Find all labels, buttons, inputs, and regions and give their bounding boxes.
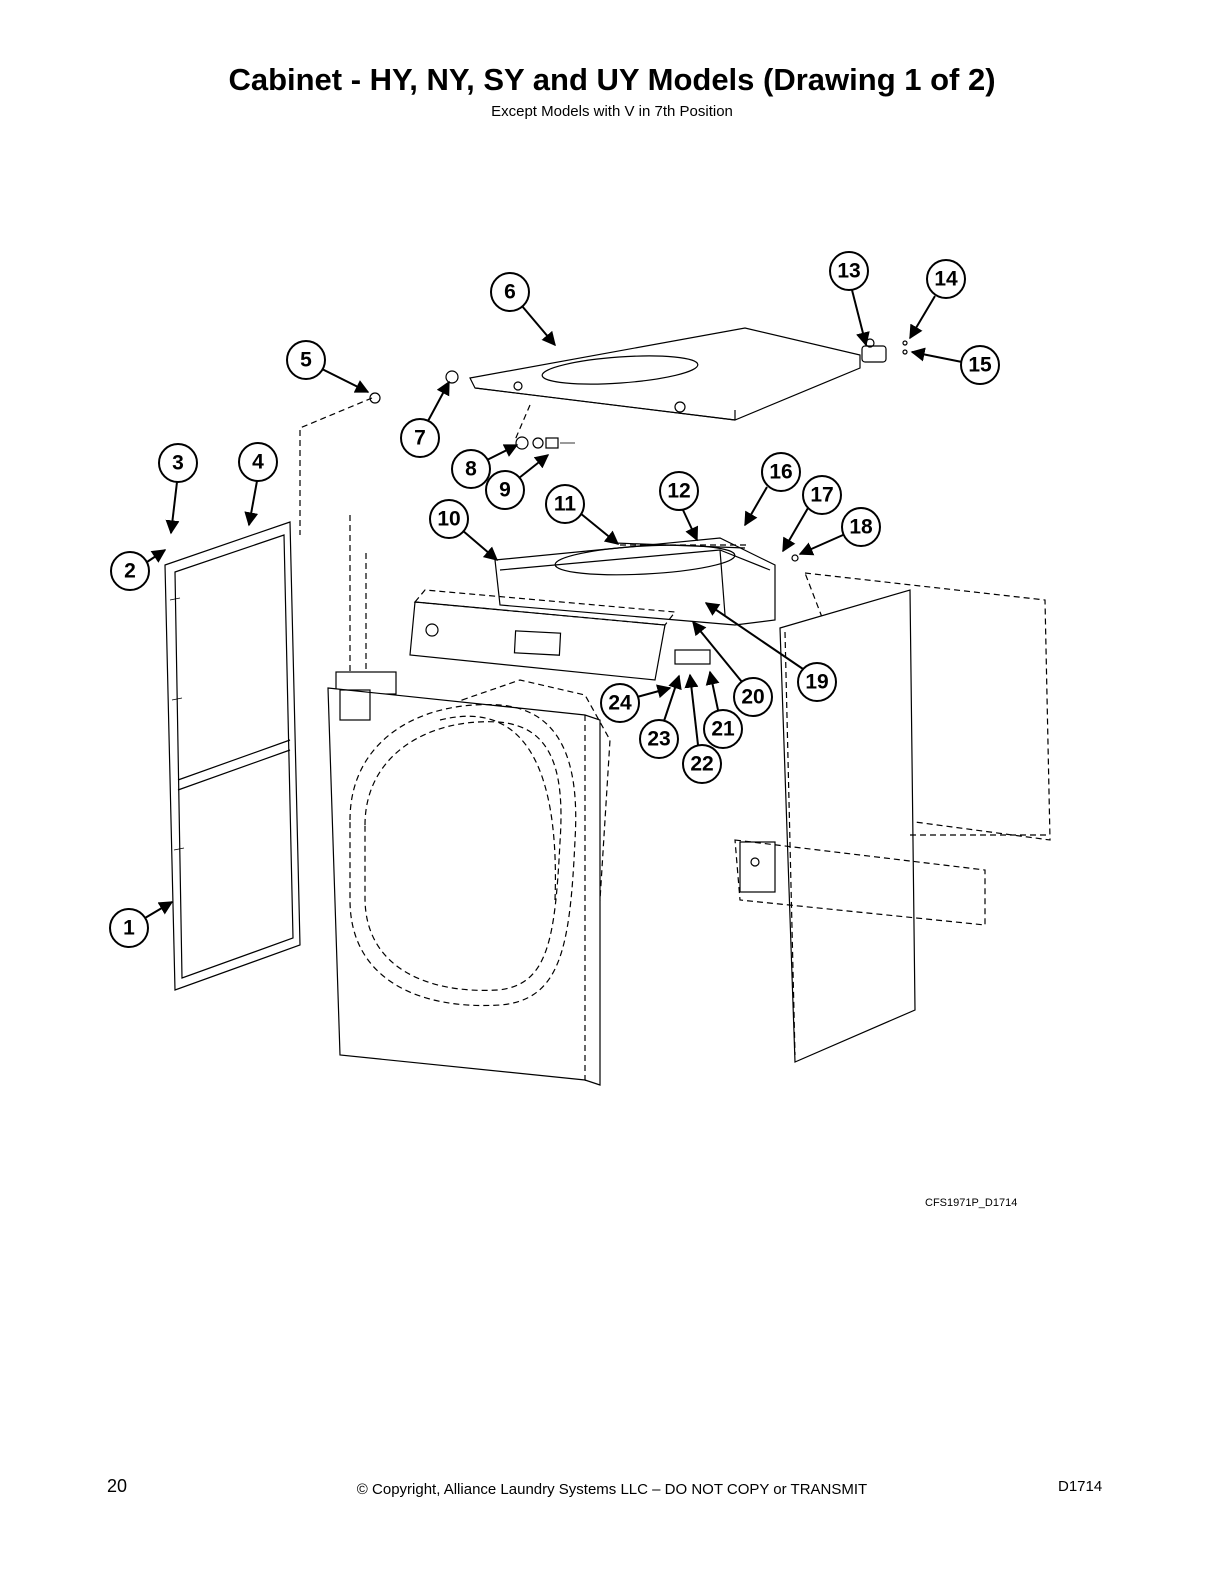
page-subtitle: Except Models with V in 7th Position	[491, 103, 733, 120]
svg-text:12: 12	[667, 480, 690, 503]
callout-18: 18	[798, 507, 881, 556]
svg-text:14: 14	[934, 268, 958, 291]
callout-11: 11	[545, 484, 620, 545]
svg-text:2: 2	[124, 560, 136, 583]
svg-text:1: 1	[123, 917, 135, 940]
callout-20: 20	[692, 620, 773, 717]
page-title: Cabinet - HY, NY, SY and UY Models (Draw…	[228, 62, 996, 97]
svg-text:21: 21	[711, 718, 735, 741]
callout-24: 24	[600, 683, 672, 723]
callout-17: 17	[782, 475, 842, 553]
svg-text:22: 22	[690, 753, 713, 776]
callout-14: 14	[909, 259, 966, 340]
callout-19: 19	[704, 602, 837, 702]
callout-16: 16	[744, 452, 801, 527]
svg-text:23: 23	[647, 728, 670, 751]
svg-text:6: 6	[504, 281, 516, 304]
side-panel	[734, 572, 1051, 1063]
svg-text:24: 24	[608, 692, 632, 715]
callout-21: 21	[703, 670, 743, 749]
callout-10: 10	[429, 499, 499, 561]
callout-12: 12	[659, 471, 699, 542]
copyright-notice: © Copyright, Alliance Laundry Systems LL…	[356, 1481, 868, 1498]
callout-2: 2	[110, 549, 167, 591]
callout-1: 1	[109, 901, 174, 948]
door-frame-panel	[164, 521, 301, 991]
callout-6: 6	[490, 272, 556, 347]
callout-9: 9	[485, 454, 550, 510]
svg-text:19: 19	[805, 671, 828, 694]
svg-text:8: 8	[465, 458, 477, 481]
page-number: 20	[107, 1476, 128, 1496]
callout-3: 3	[158, 443, 198, 535]
svg-text:17: 17	[810, 484, 833, 507]
svg-text:3: 3	[172, 452, 184, 475]
callout-8: 8	[451, 444, 519, 489]
callout-13: 13	[829, 251, 870, 347]
front-panel	[327, 679, 611, 1086]
document-id: D1714	[1058, 1478, 1103, 1495]
control-bracket	[494, 537, 776, 626]
svg-text:11: 11	[554, 493, 577, 516]
svg-text:7: 7	[414, 427, 426, 450]
svg-text:16: 16	[769, 461, 792, 484]
svg-text:9: 9	[499, 479, 511, 502]
assembly-leader	[299, 397, 373, 535]
callout-5: 5	[286, 340, 370, 393]
callout-15: 15	[910, 345, 1000, 385]
svg-text:18: 18	[849, 516, 873, 539]
svg-text:20: 20	[741, 686, 764, 709]
svg-text:10: 10	[437, 508, 460, 531]
svg-text:5: 5	[300, 349, 312, 372]
vertical-screws	[335, 515, 397, 695]
svg-text:15: 15	[968, 354, 992, 377]
callout-7: 7	[400, 380, 450, 458]
svg-text:13: 13	[837, 260, 860, 283]
svg-text:4: 4	[252, 451, 264, 474]
callout-22: 22	[682, 673, 722, 784]
drawing-id: CFS1971P_D1714	[925, 1197, 1018, 1209]
top-panel	[369, 327, 887, 421]
fastener-hardware	[514, 404, 575, 450]
control-console	[409, 589, 711, 681]
callout-4: 4	[238, 442, 278, 527]
callout-23: 23	[639, 674, 682, 759]
